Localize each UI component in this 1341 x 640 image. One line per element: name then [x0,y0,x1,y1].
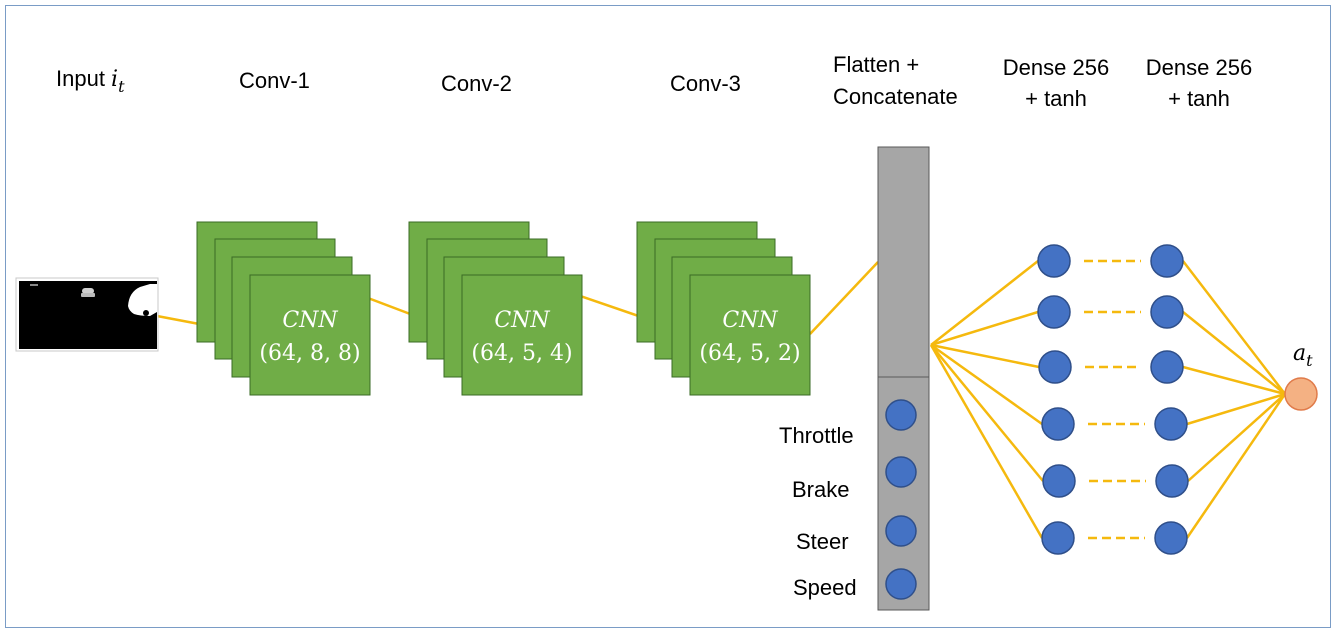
edge-dense2-to-output [1182,311,1286,395]
dense2-neuron [1150,244,1184,278]
dense1-neuron [1037,244,1071,278]
dense1-neuron [1038,350,1072,384]
conv3-feature-map [689,274,811,396]
flatten-column [877,146,930,611]
edge-dense2-to-output [1186,392,1286,426]
flatten-label-line1: Flatten + [833,52,919,77]
steer-node [885,515,917,547]
brake-label: Brake [792,477,849,502]
edge-dense2-to-output [1185,393,1287,539]
conv1-stack: CNN (64, 8, 8) [196,221,371,396]
dense1-neuron [1041,521,1075,555]
car-side-icon [128,284,157,316]
edge-flatten-to-dense1 [930,344,1044,482]
brake-node [885,456,917,488]
conv2-stack: CNN (64, 5, 4) [408,221,583,396]
flatten-to-dense1-edges [929,260,1044,539]
input-image [15,277,159,352]
edge-dense2-to-output [1182,260,1286,395]
steer-label: Steer [796,529,849,554]
speed-label: Speed [793,575,857,600]
input-label: Input it [56,66,125,96]
dense2-to-output-edges [1182,260,1287,539]
dense1-neuron [1042,464,1076,498]
conv2-feature-map [461,274,583,396]
edge-dense2-to-output [1187,393,1286,482]
dense2-neuron [1150,295,1184,329]
conv3-params: (64, 5, 2) [699,341,800,366]
throttle-label: Throttle [779,423,854,448]
dense2-neuron [1155,464,1189,498]
conv3-label: Conv-3 [670,71,741,96]
conv3-stack: CNN (64, 5, 2) [636,221,811,396]
edge-flatten-to-dense1 [930,310,1039,347]
conv1-feature-map [249,274,371,396]
edge-flatten-to-dense1 [930,343,1040,369]
dense2-neuron [1154,521,1188,555]
dense1-label-line1: Dense 256 [1003,55,1109,80]
conv1-layer-type: CNN [282,308,338,333]
dense2-layer [1150,244,1189,555]
edge-dense2-to-output [1182,365,1286,396]
conv2-layer-type: CNN [494,308,550,333]
conv2-params: (64, 5, 4) [471,341,572,366]
edge-flatten-to-dense1 [930,260,1039,346]
speed-node [885,568,917,600]
flatten-label-line2: Concatenate [833,84,958,109]
dense1-to-dense2-dashed-links [1084,259,1146,540]
dense1-label-line2: + tanh [1025,86,1087,111]
flatten-vector [877,146,930,378]
output-label: at [1293,341,1313,370]
input-label-text: Input it [56,66,125,96]
dense2-neuron [1154,407,1188,441]
dense2-neuron [1150,350,1184,384]
dense1-neuron [1037,295,1071,329]
conv1-label: Conv-1 [239,68,310,93]
car-ahead-icon [81,288,95,297]
edge-flatten-to-dense1 [929,344,1044,539]
edge-conv3-to-flatten [809,261,879,335]
output-node [1284,377,1318,411]
conv2-label: Conv-2 [441,71,512,96]
conv3-layer-type: CNN [722,308,778,333]
dense2-label-line2: + tanh [1168,86,1230,111]
dense1-neuron [1041,407,1075,441]
dense1-layer [1037,244,1076,555]
throttle-node [885,399,917,431]
input-image-hud [30,284,38,286]
conv1-params: (64, 8, 8) [259,341,360,366]
edge-flatten-to-dense1 [930,343,1043,426]
dense2-label-line1: Dense 256 [1146,55,1252,80]
